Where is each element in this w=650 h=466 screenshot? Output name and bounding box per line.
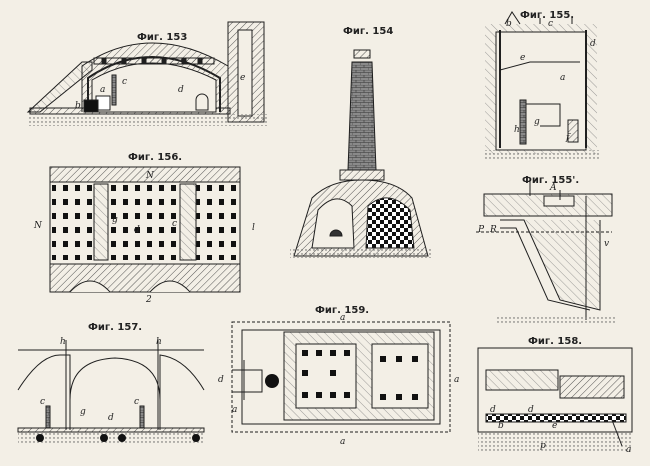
- caption-fig-153: Фиг. 153: [137, 32, 188, 43]
- svg-text:g: g: [534, 117, 540, 127]
- svg-text:f: f: [565, 133, 571, 143]
- svg-text:c: c: [40, 397, 45, 407]
- svg-text:e: e: [240, 73, 245, 83]
- fig-154-drawing: [290, 49, 432, 258]
- fig-155-drawing: b c d e a h g f: [483, 11, 601, 160]
- svg-text:b: b: [506, 19, 512, 29]
- svg-text:d: d: [108, 413, 114, 423]
- svg-text:l: l: [252, 223, 255, 233]
- svg-text:h: h: [514, 125, 520, 135]
- svg-text:g: g: [80, 407, 86, 417]
- svg-text:d: d: [134, 225, 140, 235]
- svg-text:p: p: [540, 441, 546, 451]
- svg-text:P: P: [477, 225, 485, 235]
- svg-text:a: a: [340, 313, 345, 323]
- svg-text:N: N: [145, 171, 155, 181]
- fig-157-drawing: h h c g d c: [17, 337, 205, 444]
- fig-159-drawing: a a a d a: [218, 313, 459, 447]
- svg-text:a: a: [100, 85, 105, 95]
- svg-text:a: a: [232, 405, 237, 415]
- svg-text:c: c: [134, 397, 139, 407]
- caption-fig-158: Фиг. 158.: [528, 336, 583, 347]
- fig-155b-drawing: A P R v: [476, 180, 616, 324]
- svg-text:d: d: [490, 405, 496, 415]
- svg-text:R: R: [489, 225, 497, 235]
- caption-fig-159: Фиг. 159.: [315, 305, 370, 316]
- svg-text:h: h: [60, 337, 66, 347]
- svg-text:g: g: [112, 215, 118, 225]
- svg-text:h: h: [156, 337, 162, 347]
- fig-156-drawing: N N l 2 g d c: [33, 166, 255, 305]
- fig-158-drawing: d b d e p a: [477, 347, 633, 455]
- svg-text:e: e: [552, 421, 557, 431]
- svg-text:d: d: [590, 39, 596, 49]
- svg-text:d: d: [528, 405, 534, 415]
- svg-text:a: a: [340, 437, 345, 447]
- svg-text:c: c: [548, 19, 553, 29]
- svg-text:a: a: [626, 445, 631, 455]
- svg-text:c: c: [122, 77, 127, 87]
- svg-text:N: N: [33, 221, 43, 231]
- svg-text:b: b: [75, 101, 81, 111]
- svg-text:c: c: [172, 219, 177, 229]
- caption-fig-157: Фиг. 157.: [88, 322, 143, 333]
- svg-text:d: d: [218, 375, 224, 385]
- svg-text:d: d: [178, 85, 184, 95]
- caption-fig-154: Фиг. 154: [343, 26, 394, 37]
- caption-fig-156: Фиг. 156.: [128, 152, 183, 163]
- svg-text:b: b: [498, 421, 504, 431]
- svg-text:2: 2: [145, 295, 152, 305]
- svg-text:A: A: [549, 183, 557, 193]
- svg-text:a: a: [560, 73, 565, 83]
- svg-text:e: e: [520, 53, 525, 63]
- caption-fig-155: Фиг. 155.: [520, 10, 575, 21]
- svg-text:v: v: [604, 239, 609, 249]
- svg-text:a: a: [454, 375, 459, 385]
- fig-153-drawing: a b c d e: [26, 21, 268, 126]
- caption-fig-155b: Фиг. 155'.: [522, 175, 580, 186]
